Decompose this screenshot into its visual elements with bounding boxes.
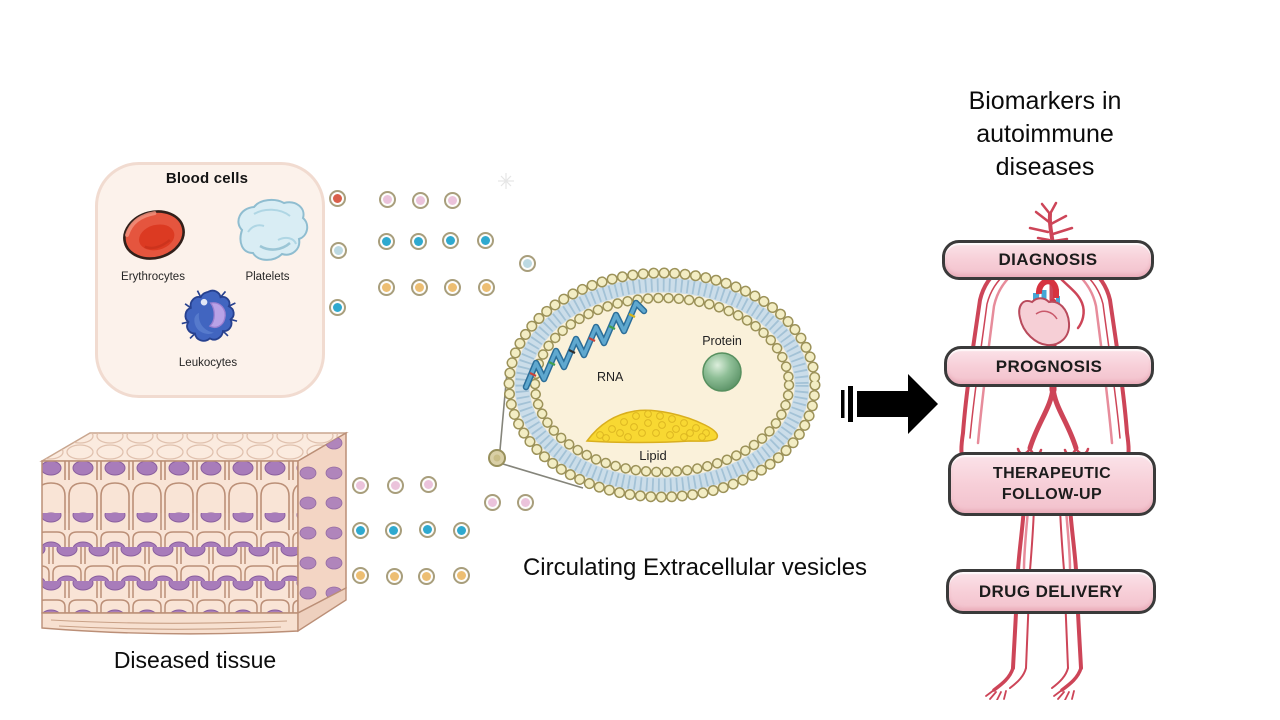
platelet-icon	[237, 198, 309, 261]
protein-label: Protein	[702, 334, 742, 348]
erythrocytes-label: Erythrocytes	[121, 271, 185, 283]
sparkle-icon	[498, 173, 514, 189]
banner-drug: DRUG DELIVERY	[946, 569, 1156, 614]
ev-dot	[387, 477, 404, 494]
ev-dot	[442, 232, 459, 249]
banner-therapeutic: THERAPEUTIC FOLLOW-UP	[948, 452, 1156, 516]
ev-dot	[444, 192, 461, 209]
biomarkers-title-line1: Biomarkers in	[968, 87, 1122, 115]
ev-dot	[410, 233, 427, 250]
ev-dot	[484, 494, 501, 511]
ev-dot	[418, 568, 435, 585]
erythrocyte-icon	[123, 210, 185, 260]
ev-dot	[419, 521, 436, 538]
platelets-label: Platelets	[245, 271, 290, 283]
ev-dot	[330, 242, 347, 259]
leukocytes-label: Leukocytes	[178, 357, 238, 369]
biomarkers-title: Biomarkers in autoimmune diseases	[945, 85, 1145, 184]
ev-dot	[478, 279, 495, 296]
banner-prognosis: PROGNOSIS	[944, 346, 1154, 387]
ev-dot	[412, 192, 429, 209]
diseased-tissue-illustration	[39, 431, 349, 635]
tissue-caption: Diseased tissue	[113, 647, 277, 673]
ev-dot	[379, 191, 396, 208]
ev-dot	[444, 279, 461, 296]
flow-arrow-icon	[841, 374, 938, 434]
ev-dot	[420, 476, 437, 493]
heart-icon	[1018, 278, 1071, 347]
protein-icon	[702, 352, 742, 392]
ev-dot	[453, 522, 470, 539]
ev-dot	[517, 494, 534, 511]
extracellular-vesicle-illustration: RNA Protein Lipid	[488, 267, 821, 503]
ev-dot	[386, 568, 403, 585]
lipid-label: Lipid	[639, 448, 666, 463]
blood-cells-panel	[95, 162, 325, 398]
ev-dot	[378, 279, 395, 296]
ev-caption: Circulating Extracellular vesicles	[522, 554, 868, 581]
ev-dot	[329, 190, 346, 207]
ev-dot	[519, 255, 536, 272]
blood-cells-title: Blood cells	[165, 170, 249, 187]
rna-label: RNA	[597, 370, 624, 384]
biomarkers-title-line3: diseases	[995, 153, 1095, 181]
ev-dot	[453, 567, 470, 584]
biomarkers-title-line2: autoimmune	[976, 120, 1114, 148]
ev-dot	[352, 522, 369, 539]
leukocyte-icon	[181, 289, 238, 342]
ev-dot	[411, 279, 428, 296]
ev-dot	[378, 233, 395, 250]
ev-dot	[477, 232, 494, 249]
banner-diagnosis: DIAGNOSIS	[942, 240, 1154, 280]
rna-icon	[522, 299, 648, 391]
lipid-icon	[585, 409, 719, 444]
ev-dot	[352, 567, 369, 584]
ev-dot	[329, 299, 346, 316]
ev-dot	[385, 522, 402, 539]
ev-dot	[352, 477, 369, 494]
